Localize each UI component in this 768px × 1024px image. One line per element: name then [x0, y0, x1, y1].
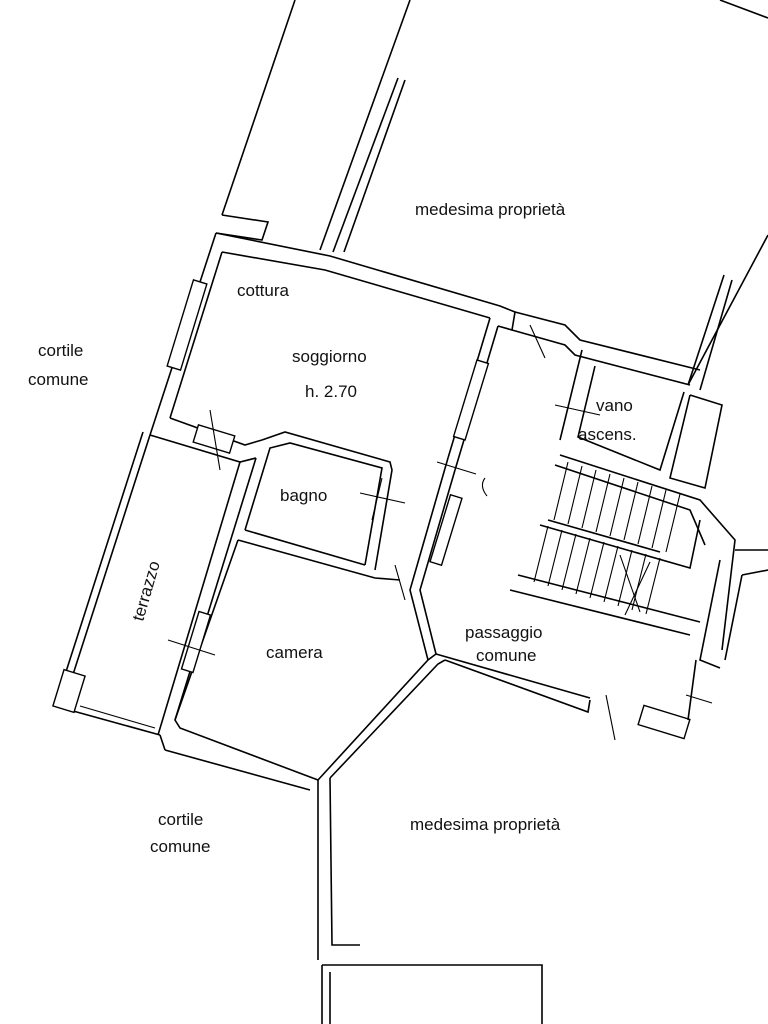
stair-tread	[581, 469, 597, 529]
stair-tread	[561, 533, 577, 591]
label-ascens: ascens.	[578, 425, 637, 444]
label-medesima-bottom: medesima proprietà	[410, 815, 561, 834]
stair-treads	[533, 461, 681, 616]
label-cortile-bottom: cortile	[158, 810, 203, 829]
label-comune-passaggio: comune	[476, 646, 536, 665]
bagno-walls	[237, 431, 406, 581]
label-comune-left: comune	[28, 370, 88, 389]
apartment-outer-walls	[149, 214, 516, 471]
label-height: h. 2.70	[305, 382, 357, 401]
stair-tread	[665, 493, 681, 553]
stair-tread	[547, 529, 563, 587]
stair-tread	[553, 461, 569, 521]
label-terrazzo: terrazzo	[129, 559, 164, 623]
stair-tread	[609, 477, 625, 537]
corridor-walls	[409, 457, 463, 661]
door-markers	[167, 324, 713, 741]
stair-tread	[567, 465, 583, 525]
lower-boundary-walls	[317, 777, 543, 1024]
label-soggiorno: soggiorno	[292, 347, 367, 366]
label-comune-bottom: comune	[150, 837, 210, 856]
stair-tread	[619, 554, 641, 613]
passaggio-walls	[435, 549, 768, 740]
label-vano: vano	[596, 396, 633, 415]
label-cottura: cottura	[237, 281, 290, 300]
stair-tread	[637, 485, 653, 545]
camera-walls	[159, 539, 446, 791]
stair-tread	[603, 545, 619, 603]
label-camera: camera	[266, 643, 323, 662]
label-passaggio: passaggio	[465, 623, 543, 642]
stair-tread	[651, 489, 667, 549]
stair-tread	[595, 473, 611, 533]
stair-tread	[533, 525, 549, 583]
label-bagno: bagno	[280, 486, 327, 505]
stair-tread	[575, 537, 591, 595]
upper-boundary-walls	[221, 0, 768, 391]
stair-lift-walls	[509, 311, 736, 651]
stair-tread	[631, 553, 647, 611]
stair-tread	[623, 481, 639, 541]
stair-tread	[589, 541, 605, 599]
stair-tread	[617, 549, 633, 607]
stair-tread	[624, 561, 651, 616]
terrazzo-walls	[52, 431, 257, 736]
label-medesima-top: medesima proprietà	[415, 200, 566, 219]
room-labels: medesima proprietà cortile comune cottur…	[28, 200, 637, 856]
stair-tread	[645, 557, 661, 615]
label-cortile-left: cortile	[38, 341, 83, 360]
